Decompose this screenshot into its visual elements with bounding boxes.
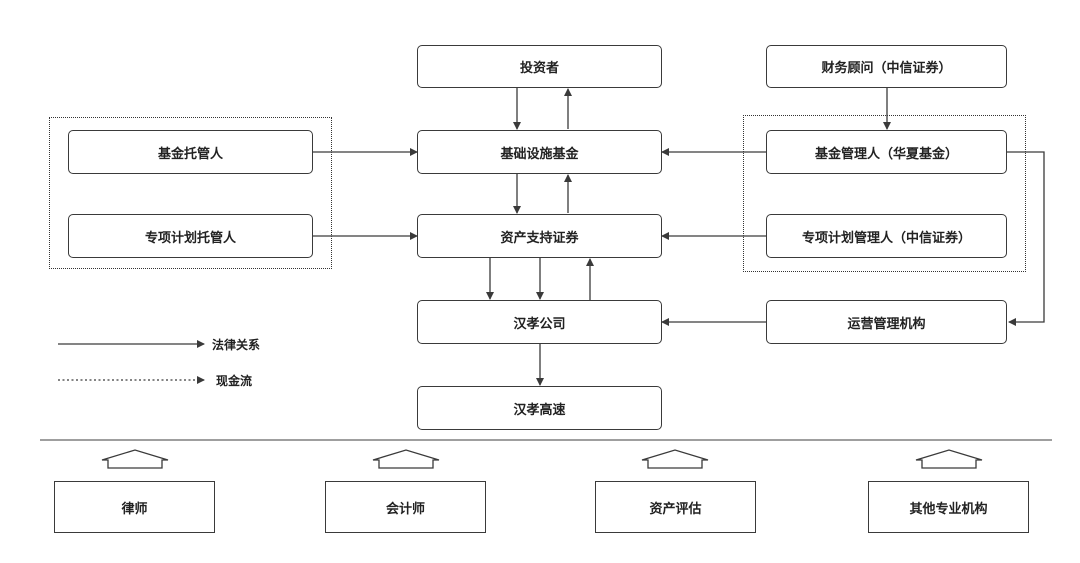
node-special-plan-custodian: 专项计划托管人 [68,214,313,258]
node-hanxiao-company: 汉孝公司 [417,300,662,344]
node-special-plan-manager: 专项计划管理人（中信证券） [766,214,1007,258]
agency-label: 资产评估 [649,501,702,517]
node-infra-fund: 基础设施基金 [417,130,662,174]
node-label: 资产支持证券 [500,230,579,246]
node-label: 汉孝高速 [513,402,566,418]
agency-accountant: 会计师 [325,481,486,533]
node-label: 专项计划托管人 [144,230,236,246]
node-label: 基金托管人 [157,146,223,162]
node-fund-custodian: 基金托管人 [68,130,313,174]
node-fund-manager: 基金管理人（华夏基金） [766,130,1007,174]
legend-cash-label: 现金流 [216,374,253,388]
agency-asset-appraisal: 资产评估 [595,481,756,533]
node-label: 财务顾问（中信证券） [821,61,952,76]
agency-lawyer: 律师 [54,481,215,533]
up-arrow-icon [915,449,983,469]
node-label: 基础设施基金 [500,146,579,162]
node-operation-manager: 运营管理机构 [766,300,1007,344]
agency-label: 其他专业机构 [909,501,988,517]
node-financial-advisor: 财务顾问（中信证券） [766,45,1007,88]
node-label: 运营管理机构 [847,316,926,332]
agency-label: 会计师 [385,501,425,517]
node-hanxiao-expressway: 汉孝高速 [417,386,662,430]
up-arrow-icon [101,449,169,469]
node-label: 汉孝公司 [513,316,566,332]
custodian-group [49,117,332,269]
manager-group [743,115,1026,272]
legend-legal-label: 法律关系 [212,338,261,352]
node-label: 专项计划管理人（中信证券） [801,230,971,246]
node-label: 基金管理人（华夏基金） [814,146,958,162]
node-label: 投资者 [519,61,559,76]
agency-label: 律师 [121,501,148,517]
agency-other-professional: 其他专业机构 [868,481,1029,533]
up-arrow-icon [372,449,440,469]
arrow-manager-to-operator [1007,151,1045,326]
node-investor: 投资者 [417,45,662,88]
node-abs: 资产支持证券 [417,214,662,258]
up-arrow-icon [641,449,709,469]
